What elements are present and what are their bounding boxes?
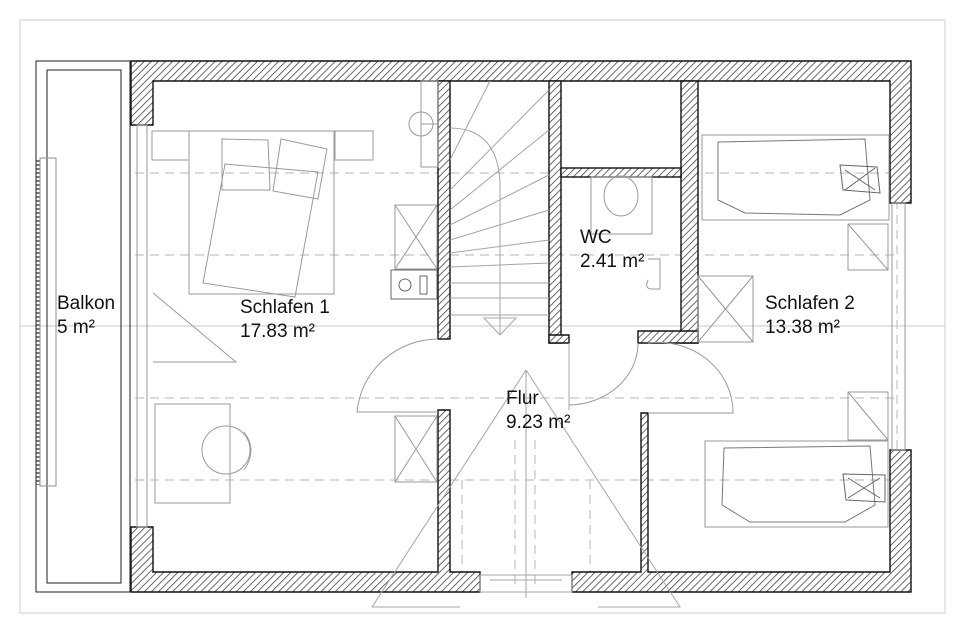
room-label-balkon: Balkon 5 m² — [57, 292, 115, 340]
room-area: 13.38 m² — [765, 317, 840, 338]
door-swings — [356, 338, 734, 414]
walls — [130, 60, 912, 593]
room-name: WC — [580, 227, 612, 248]
room-label-schlafen1: Schlafen 1 17.83 m² — [240, 296, 330, 344]
room-name: Balkon — [57, 293, 116, 314]
room-name: Schlafen 2 — [765, 293, 855, 314]
room-name: Flur — [506, 388, 539, 409]
schlafen1-furniture — [136, 80, 439, 528]
drawing-frame — [19, 19, 946, 614]
dashed-grid-lines — [135, 172, 900, 590]
room-area: 17.83 m² — [240, 321, 315, 342]
room-area: 9.23 m² — [506, 412, 571, 433]
room-name: Schlafen 1 — [240, 297, 330, 318]
room-area: 2.41 m² — [580, 251, 645, 272]
schlafen2-furniture — [697, 134, 906, 528]
balcony — [35, 60, 131, 593]
room-label-schlafen2: Schlafen 2 13.38 m² — [765, 292, 855, 340]
room-label-flur: Flur 9.23 m² — [506, 387, 570, 435]
room-label-wc: WC 2.41 m² — [580, 226, 644, 274]
staircase — [449, 80, 550, 336]
room-area: 5 m² — [57, 317, 95, 338]
flur-symbols — [371, 343, 681, 608]
wc-fixtures — [590, 175, 661, 290]
